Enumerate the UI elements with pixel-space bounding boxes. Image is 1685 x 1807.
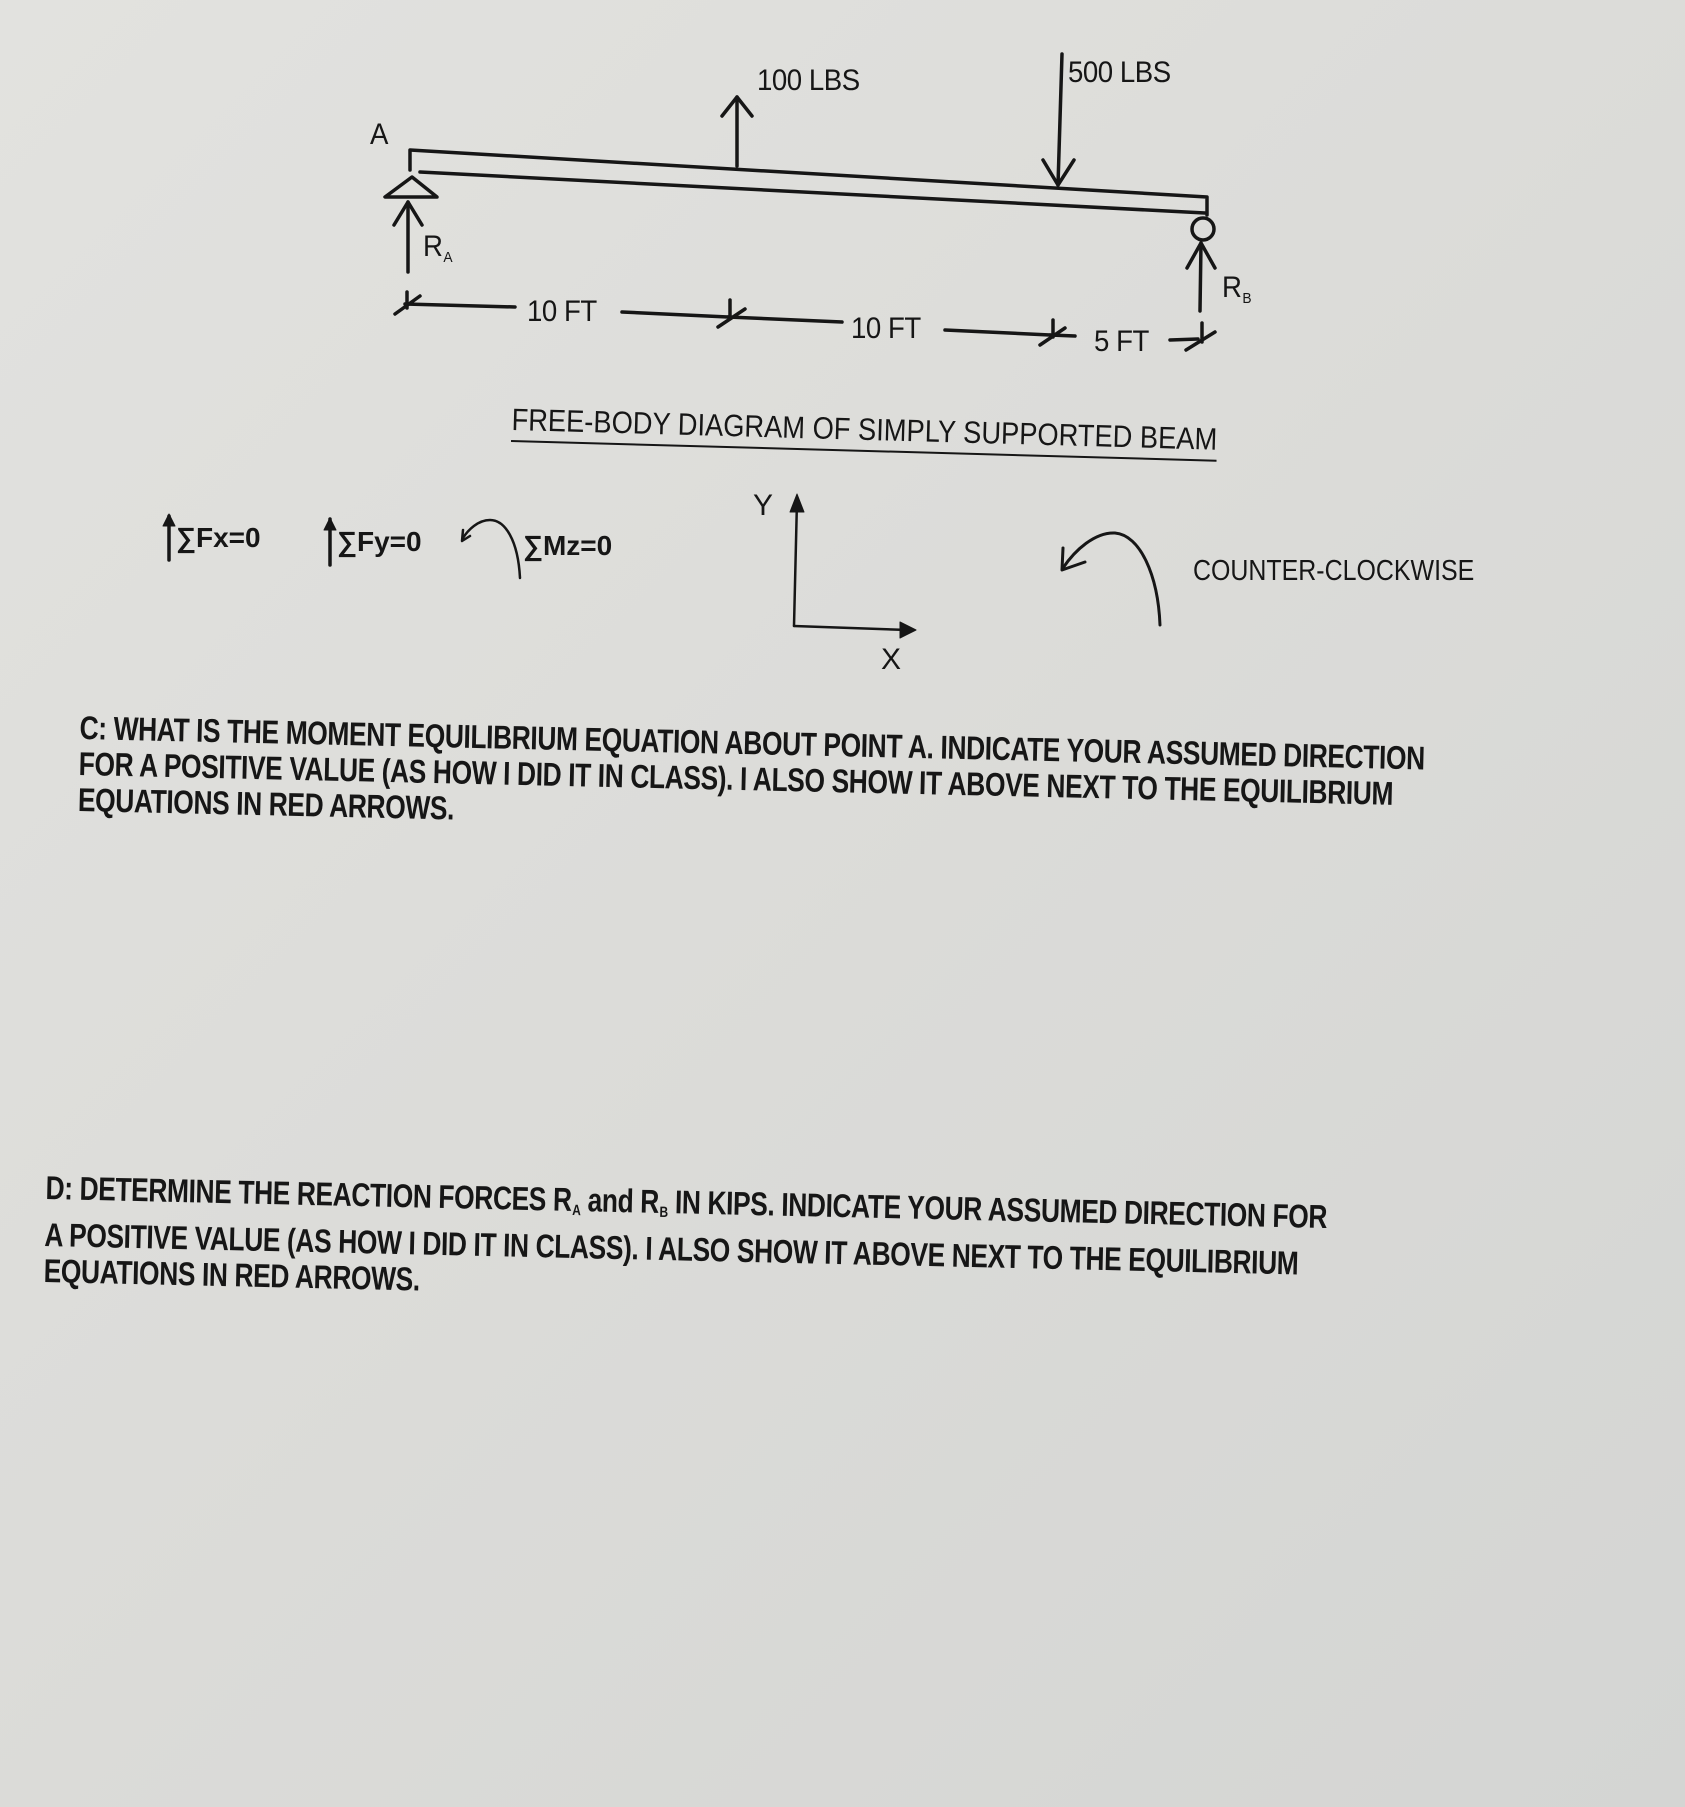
reaction-a-label: RA (423, 230, 453, 266)
load-500-label: 500 LBS (1068, 56, 1171, 89)
dimension-label-3: 5 FT (1094, 325, 1149, 358)
reaction-b-label: RB (1222, 271, 1252, 307)
point-a-label: A (370, 118, 388, 151)
y-axis-label: Y (753, 489, 774, 522)
sum-fy-equation: ∑Fy=0 (337, 526, 422, 557)
dimension-label-1: 10 FT (527, 295, 597, 328)
mz-ccw-arrow-icon (460, 518, 522, 580)
load-100-label: 100 LBS (757, 64, 860, 97)
y-axis-arrowhead-icon (789, 493, 805, 513)
fy-arrowhead-icon (323, 517, 337, 531)
counter-clockwise-arrow-icon (1060, 531, 1162, 627)
counter-clockwise-label: COUNTER-CLOCKWISE (1193, 555, 1475, 587)
dimension-label-2: 10 FT (851, 312, 921, 345)
reaction-a-arrow-icon (392, 200, 424, 274)
beam (408, 148, 1209, 217)
reaction-b-arrow-icon (1185, 241, 1217, 313)
sum-fx-equation: ∑Fx=0 (176, 522, 261, 553)
roller-support-icon (1190, 216, 1216, 242)
x-axis-label: X (881, 643, 902, 676)
xy-axes-icon (792, 498, 910, 632)
sum-mz-equation: ∑Mz=0 (523, 530, 613, 561)
load-100-up-arrow-icon (720, 95, 754, 168)
load-500-down-arrow-icon (1041, 52, 1076, 187)
x-axis-arrowhead-icon (899, 621, 917, 639)
fx-arrowhead-icon (162, 513, 176, 527)
pin-support-icon (383, 175, 439, 199)
dimension-lines (393, 290, 1217, 352)
